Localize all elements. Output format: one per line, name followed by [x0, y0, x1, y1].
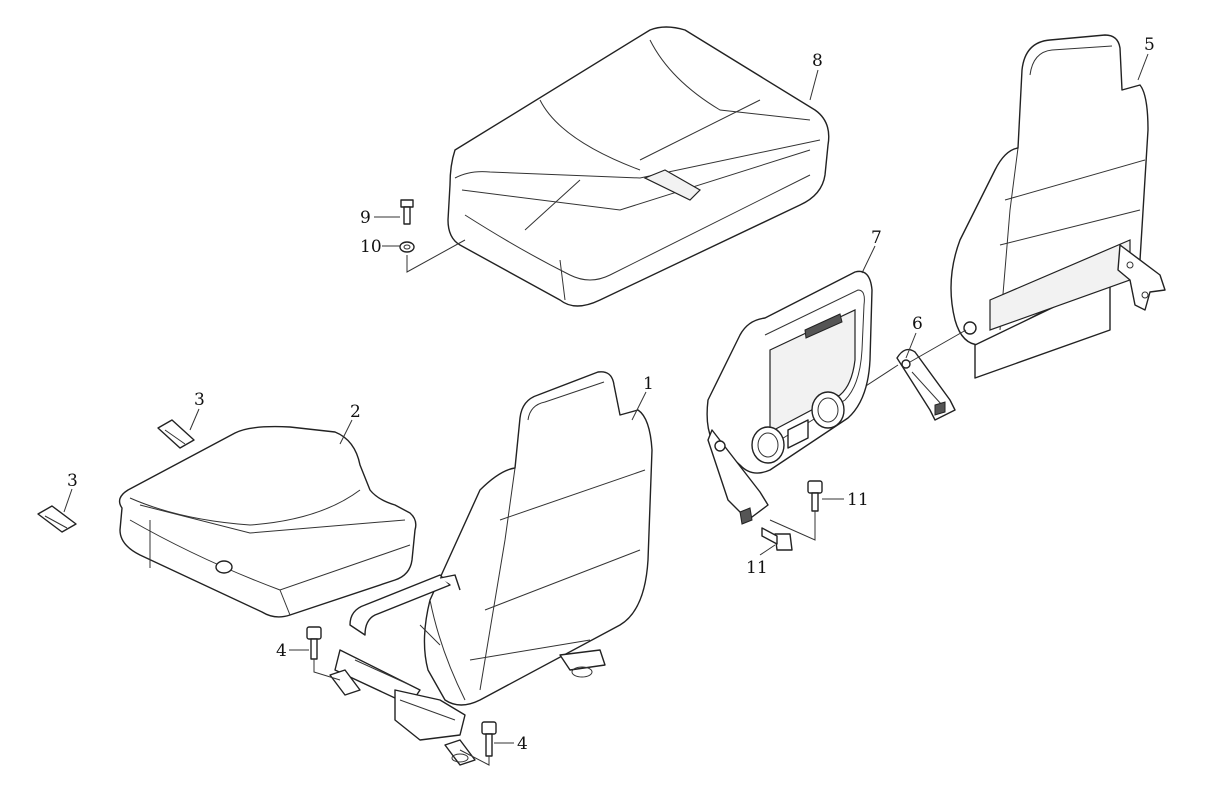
bolt-4-upper: [306, 626, 322, 660]
callout-8: 8: [809, 51, 823, 101]
part-7-backrest-rear: [706, 270, 873, 525]
washer-10: [399, 241, 415, 253]
callout-4-upper-label: 4: [276, 641, 287, 661]
bolt-4-lower: [481, 721, 497, 757]
callout-4-upper: 4: [276, 641, 309, 661]
callout-3-lower: 3: [63, 471, 78, 513]
leader-11-bolts: [769, 511, 816, 541]
callout-3-upper-label: 3: [194, 390, 205, 410]
part-2-seat-cushion: [118, 425, 417, 618]
callout-9: 9: [360, 208, 400, 228]
callout-10-label: 10: [360, 237, 382, 257]
clip-3-upper: [157, 419, 195, 449]
part-5-backrest: [950, 34, 1166, 379]
part-6-bracket: [896, 348, 956, 421]
leader-4-lower: [459, 749, 490, 766]
bolt-9: [400, 199, 414, 225]
callout-5: 5: [1137, 35, 1155, 81]
callout-11-upper: 11: [822, 490, 869, 510]
callout-5-label: 5: [1144, 35, 1155, 55]
callout-9-label: 9: [360, 208, 371, 228]
callout-11-upper-label: 11: [847, 490, 869, 510]
callout-4-lower-label: 4: [517, 734, 528, 754]
callout-4-lower: 4: [494, 734, 528, 754]
leader-9-10-to-cushion: [406, 239, 466, 273]
callout-11-lower-label: 11: [746, 558, 768, 578]
callout-10: 10: [360, 237, 400, 257]
clip-3-lower: [37, 505, 77, 533]
part-8-bench-cushion: [447, 26, 830, 307]
callout-2: 2: [339, 402, 361, 445]
callout-3-upper: 3: [189, 390, 205, 431]
leader-6-to-5: [909, 329, 967, 363]
callout-6: 6: [905, 314, 923, 359]
bolt-11-upper: [807, 480, 823, 512]
part-1-seat-backrest: [329, 371, 653, 766]
callout-11-lower: 11: [746, 544, 776, 578]
callout-8-label: 8: [812, 51, 823, 71]
callout-6-label: 6: [912, 314, 923, 334]
leader-4-upper: [313, 659, 341, 681]
callout-3-lower-label: 3: [67, 471, 78, 491]
callout-7-label: 7: [871, 228, 882, 248]
callout-7: 7: [861, 228, 882, 274]
callout-2-label: 2: [350, 402, 361, 422]
bolt-11-lower: [761, 527, 793, 551]
callout-1-label: 1: [643, 374, 654, 394]
callout-1: 1: [631, 374, 654, 421]
